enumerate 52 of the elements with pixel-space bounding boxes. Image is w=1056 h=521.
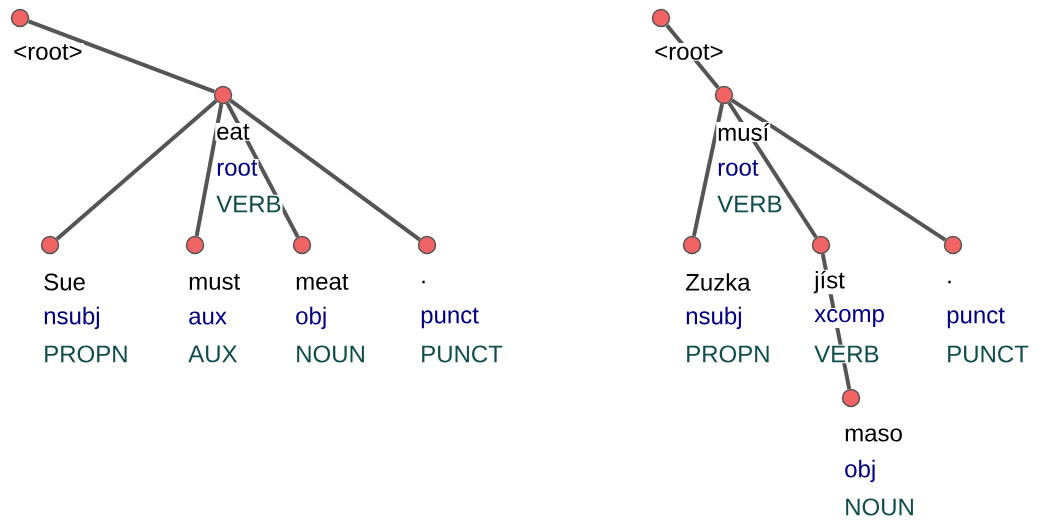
pos-tag-label: VERB — [716, 194, 784, 214]
relation-label: root — [716, 159, 760, 177]
node-circle — [841, 388, 861, 408]
word-label: Sue — [42, 272, 87, 292]
node-circle — [292, 235, 312, 255]
relation-label: nsubj — [684, 305, 744, 331]
word-label: meat — [294, 273, 350, 291]
relation-label: punct — [945, 306, 1006, 330]
word-label: musí — [716, 122, 771, 142]
relation-label: aux — [187, 310, 228, 326]
dependency-line — [727, 101, 818, 239]
dependency-line — [229, 98, 421, 242]
node-circle — [811, 235, 831, 255]
relation-label: xcomp — [813, 308, 886, 328]
node-circle — [417, 235, 437, 255]
pos-tag-label: AUX — [187, 344, 239, 364]
word-label: <root> — [12, 43, 84, 61]
node-circle — [185, 235, 205, 255]
relation-label: nsubj — [42, 305, 102, 331]
word-label: jíst — [813, 269, 846, 295]
node-circle — [943, 235, 963, 255]
word-label: must — [187, 273, 242, 291]
node-circle — [213, 85, 233, 105]
pos-tag-label: VERB — [813, 344, 881, 364]
word-label: <root> — [653, 43, 725, 61]
pos-tag-label: NOUN — [294, 344, 367, 364]
dependency-line — [194, 103, 224, 237]
node-circle — [651, 8, 671, 28]
dependency-line — [55, 99, 218, 241]
dependency-line — [27, 19, 216, 94]
word-label: eat — [215, 123, 251, 141]
dependency-line — [225, 102, 300, 238]
node-circle — [40, 235, 60, 255]
word-label: maso — [843, 427, 904, 443]
pos-tag-label: PUNCT — [945, 344, 1030, 364]
relation-label: obj — [843, 458, 878, 484]
node-circle — [682, 235, 702, 255]
pos-tag-label: VERB — [215, 194, 283, 214]
pos-tag-label: PROPN — [684, 344, 772, 364]
relation-label: root — [215, 159, 259, 177]
dependency-line — [692, 103, 725, 237]
relation-label: punct — [419, 306, 480, 330]
dependency-line — [730, 98, 947, 242]
word-label: Zuzka — [684, 272, 752, 292]
word-label: . — [945, 279, 954, 285]
pos-tag-label: NOUN — [843, 497, 916, 517]
pos-tag-label: PUNCT — [419, 344, 504, 364]
node-circle — [714, 85, 734, 105]
word-label: . — [419, 279, 428, 285]
node-circle — [10, 8, 30, 28]
relation-label: obj — [294, 305, 329, 331]
pos-tag-label: PROPN — [42, 344, 130, 364]
